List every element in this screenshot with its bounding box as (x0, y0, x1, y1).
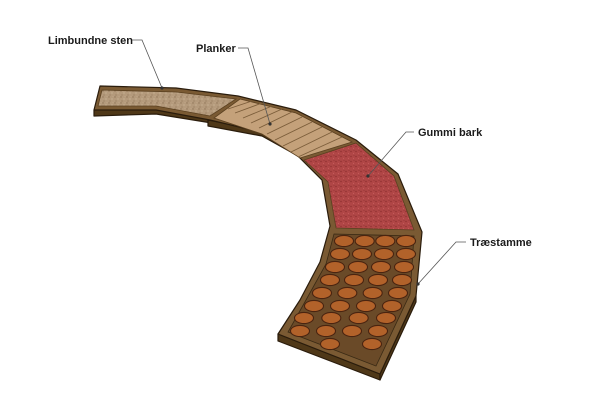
label-stone: Limbundne sten (48, 35, 133, 47)
log-round (321, 311, 342, 325)
label-planks: Planker (196, 43, 236, 55)
log-round (370, 260, 392, 274)
log-round (381, 299, 403, 313)
log-round (375, 234, 396, 248)
section-rubber-bark (303, 142, 415, 231)
log-round (351, 247, 373, 261)
log-round (354, 234, 375, 248)
log-round (337, 286, 358, 300)
log-round (367, 324, 389, 338)
log-round (315, 324, 337, 338)
log-round (373, 247, 395, 261)
label-stone-group: Limbundne sten (48, 35, 164, 90)
label-log-rounds-group: Træstamme (416, 237, 532, 286)
label-rubber-bark-group: Gummi bark (366, 127, 483, 178)
log-round (347, 260, 369, 274)
log-round (393, 260, 415, 274)
log-round (319, 337, 341, 351)
log-round (387, 286, 409, 300)
log-round (395, 234, 417, 248)
log-round (303, 299, 325, 313)
log-round (395, 247, 417, 261)
log-round (391, 273, 413, 287)
plank-lines (227, 100, 343, 158)
log-round (367, 273, 389, 287)
log-round (289, 324, 311, 338)
log-round (333, 234, 355, 248)
log-rounds (289, 234, 417, 351)
label-planks-group: Planker (196, 43, 272, 126)
log-round (329, 299, 351, 313)
log-round (355, 299, 377, 313)
section-stone (97, 89, 238, 117)
label-log-rounds: Træstamme (470, 237, 532, 249)
label-rubber-bark: Gummi bark (418, 127, 483, 139)
log-round (361, 337, 383, 351)
log-round (293, 311, 315, 325)
section-planks (213, 98, 354, 159)
log-round (329, 247, 351, 261)
log-round (341, 324, 363, 338)
log-round (311, 286, 333, 300)
path-frame (93, 107, 417, 381)
log-round (324, 260, 346, 274)
log-round (319, 273, 341, 287)
log-round (348, 311, 369, 325)
log-round (362, 286, 383, 300)
log-round (343, 273, 365, 287)
log-round (375, 311, 397, 325)
